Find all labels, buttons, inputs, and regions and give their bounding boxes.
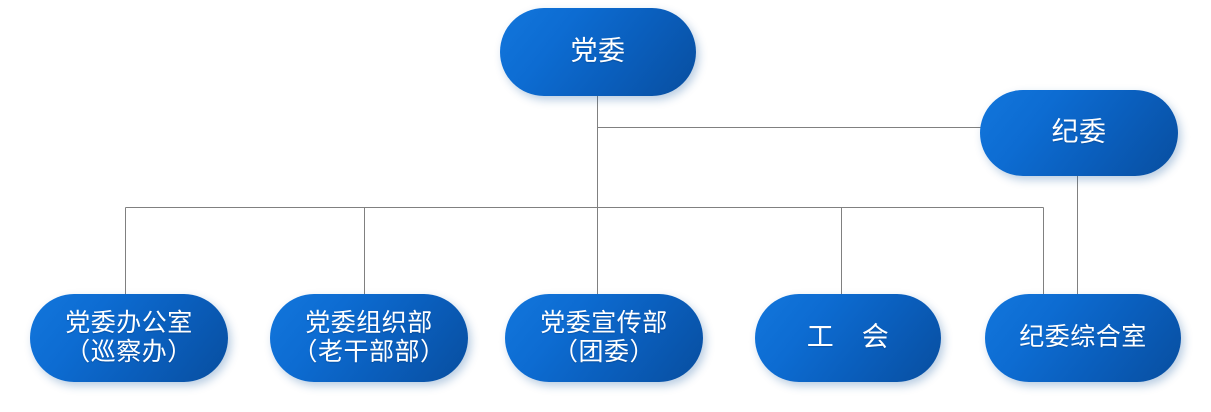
node-label-dangwei-root: 党委 xyxy=(570,36,626,67)
node-gonghui[interactable]: 工 会 xyxy=(755,294,941,382)
node-label-dangwei-bangongshi: 党委办公室 （巡察办） xyxy=(65,309,193,367)
node-label-dangwei-xuanchuanbu: 党委宣传部 （团委） xyxy=(540,309,668,367)
node-dangwei-bangongshi[interactable]: 党委办公室 （巡察办） xyxy=(30,294,228,382)
node-label-dangwei-zuzhibu: 党委组织部 （老干部部） xyxy=(292,309,446,367)
node-label-jiwei: 纪委 xyxy=(1051,117,1107,148)
node-label-jiwei-zonghe-shi: 纪委综合室 xyxy=(1019,324,1147,352)
node-dangwei-xuanchuanbu[interactable]: 党委宣传部 （团委） xyxy=(505,294,703,382)
node-jiwei-zonghe-shi[interactable]: 纪委综合室 xyxy=(985,294,1181,382)
node-label-gonghui: 工 会 xyxy=(806,322,890,353)
node-jiwei[interactable]: 纪委 xyxy=(980,90,1178,176)
node-dangwei-root[interactable]: 党委 xyxy=(500,8,696,96)
node-dangwei-zuzhibu[interactable]: 党委组织部 （老干部部） xyxy=(270,294,468,382)
